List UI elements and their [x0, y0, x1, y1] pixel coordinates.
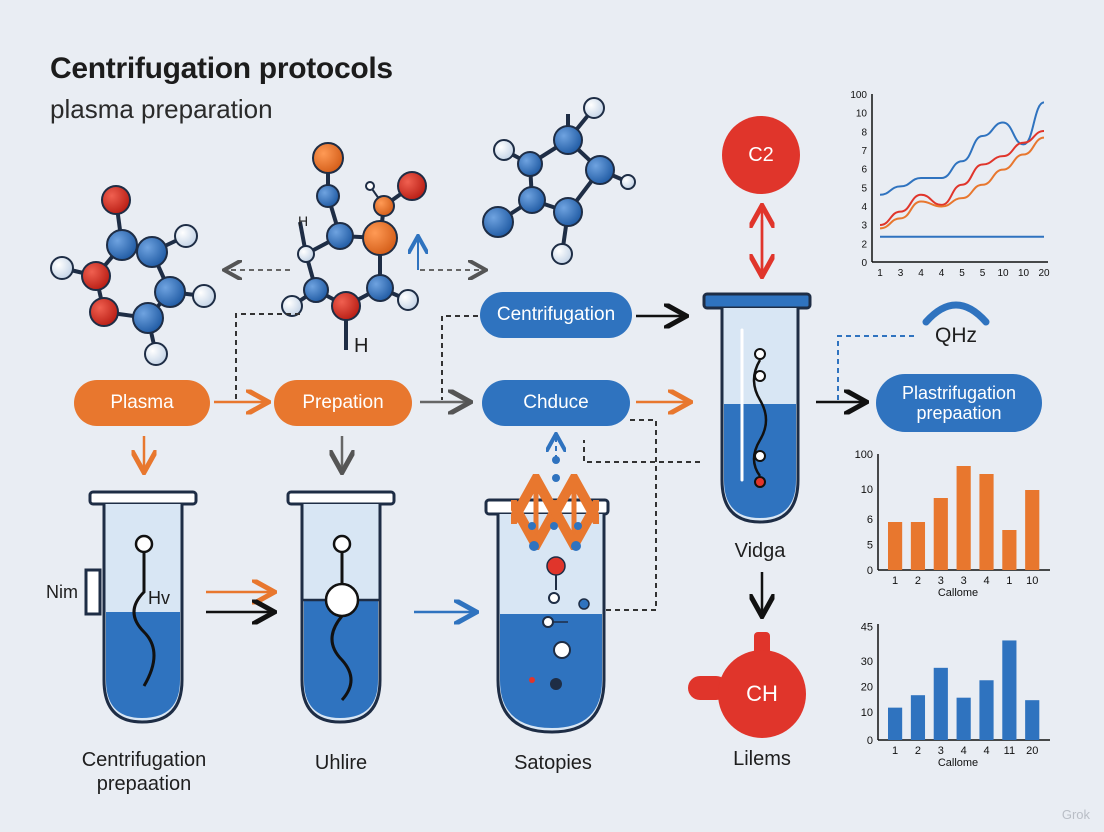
dashed-connectors [226, 238, 918, 611]
x-tick-label: 20 [1038, 268, 1050, 279]
y-tick-label: 100 [850, 90, 867, 101]
hv-label: Hv [148, 588, 170, 608]
y-tick-label: 8 [861, 127, 867, 138]
x-tick-label: 4 [983, 575, 989, 587]
x-tick-label: 3 [898, 268, 904, 279]
x-tick-label: 3 [938, 745, 944, 757]
tube-3-label: Satopies [514, 752, 592, 774]
plastrifugation-line2: prepaation [916, 403, 1002, 423]
series-line-1 [879, 101, 1045, 196]
y-tick-label: 45 [861, 621, 873, 633]
qhz-label: QHz [935, 324, 977, 347]
plastrifugation-pill: Plastrifugation prepaation [876, 374, 1042, 432]
tube-4-label: Vidga [734, 540, 786, 562]
x-tick-label: 10 [1018, 268, 1030, 279]
page-subtitle: plasma preparation [50, 94, 273, 124]
tube-5-label: Lilems [733, 748, 791, 770]
x-tick-label: 3 [938, 575, 944, 587]
y-tick-label: 6 [867, 514, 873, 526]
line-chart: 0 2 3 4 5 6 7 8 10 100 1 3 4 4 5 5 10 10 20 [850, 90, 1050, 279]
qhz-arc [922, 301, 990, 326]
y-tick-label: 10 [861, 707, 873, 719]
y-tick-label: 0 [867, 565, 873, 577]
h-small-label: H [298, 213, 308, 229]
bar [1002, 640, 1017, 740]
x-tick-label: 5 [959, 268, 965, 279]
bar [956, 697, 971, 740]
y-tick-label: 20 [861, 682, 873, 694]
flow-arrows [144, 208, 864, 614]
nim-label: Nim [46, 582, 78, 602]
bar [933, 667, 948, 740]
plasma-pill: Plasma [74, 380, 210, 426]
x-tick-label: 11 [1004, 745, 1015, 757]
x-axis-label: Callome [938, 757, 978, 769]
series-line-3 [879, 136, 1045, 230]
x-tick-label: 3 [961, 575, 967, 587]
bar [1025, 700, 1040, 740]
y-tick-label: 0 [861, 258, 867, 269]
bar [888, 707, 903, 740]
y-tick-label: 5 [861, 183, 867, 194]
x-tick-label: 4 [961, 745, 967, 757]
h-atom-label: H [354, 335, 368, 357]
x-axis-label: Callome [938, 587, 978, 599]
page-title: Centrifugation protocols [50, 52, 393, 85]
bar [979, 474, 994, 570]
x-tick-label: 1 [877, 268, 883, 279]
y-tick-label: 4 [861, 202, 867, 213]
centrifugation-pill: Centrifugation [480, 292, 632, 338]
bar [910, 522, 926, 570]
molecule-1 [50, 185, 216, 366]
y-tick-label: 3 [861, 221, 867, 232]
prepation-pill: Prepation [274, 380, 412, 426]
ch-circle: CH [718, 650, 806, 738]
x-tick-label: 4 [939, 268, 945, 279]
watermark: Grok [1061, 807, 1090, 822]
x-tick-label: 1 [892, 745, 898, 757]
y-tick-label: 10 [861, 484, 873, 496]
y-tick-label: 7 [861, 146, 867, 157]
x-tick-label: 20 [1026, 745, 1038, 757]
chduce-pill: Chduce [482, 380, 630, 426]
x-tick-label: 2 [915, 745, 921, 757]
y-tick-label: 10 [856, 109, 868, 120]
series-line-2 [879, 129, 1045, 227]
bar [910, 695, 926, 740]
y-tick-label: 30 [861, 656, 873, 668]
molecule-3 [482, 97, 636, 265]
test-tube-2 [286, 490, 396, 724]
x-tick-label: 2 [915, 575, 921, 587]
plastrifugation-line1: Plastrifugation [901, 383, 1017, 403]
x-tick-label: 1 [1006, 575, 1012, 587]
bar [1025, 490, 1040, 570]
y-tick-label: 0 [867, 735, 873, 747]
molecule-2 [281, 142, 427, 350]
c2-circle: C2 [722, 116, 800, 194]
bar [979, 680, 994, 740]
test-tube-1 [84, 490, 198, 724]
bar [956, 466, 971, 570]
x-tick-label: 4 [918, 268, 924, 279]
y-tick-label: 100 [855, 449, 873, 461]
test-tube-3 [484, 456, 610, 734]
y-tick-label: 6 [861, 165, 867, 176]
x-tick-label: 4 [983, 745, 989, 757]
bar [1002, 530, 1017, 570]
test-tube-4 [702, 292, 812, 524]
tube-2-label: Uhlire [314, 752, 368, 774]
y-tick-label: 5 [867, 539, 873, 551]
bar [888, 522, 903, 570]
tube-1-label: Centrifugation prepaation [81, 749, 207, 795]
x-tick-label: 5 [980, 268, 986, 279]
y-tick-label: 2 [861, 239, 867, 250]
x-tick-label: 10 [1026, 575, 1038, 587]
x-tick-label: 10 [997, 268, 1009, 279]
x-tick-label: 1 [892, 575, 898, 587]
bar [933, 498, 948, 570]
